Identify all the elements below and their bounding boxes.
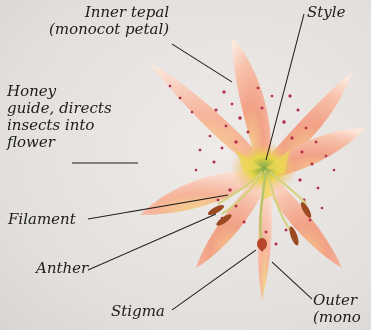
leader-anther xyxy=(88,214,216,270)
label-outer-tepal: Outer (mono xyxy=(313,292,361,326)
leader-filament xyxy=(88,195,228,219)
leader-inner-tepal xyxy=(172,44,232,82)
label-stigma: Stigma xyxy=(111,303,165,320)
leader-stigma xyxy=(172,250,256,310)
label-inner-tepal: Inner tepal (monocot petal) xyxy=(49,4,169,38)
label-honey-guide: Honey guide, directs insects into flower xyxy=(7,83,112,151)
label-style: Style xyxy=(307,4,345,21)
leader-outer-tepal xyxy=(272,262,312,299)
label-anther: Anther xyxy=(36,260,88,277)
label-filament: Filament xyxy=(8,211,76,228)
